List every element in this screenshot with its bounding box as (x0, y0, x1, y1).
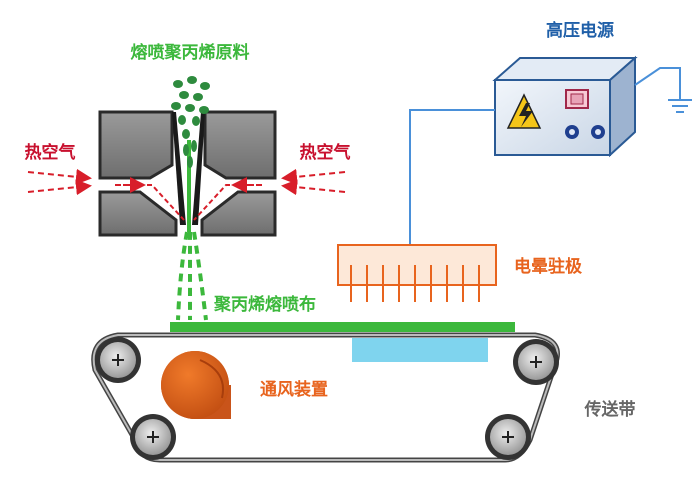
conveyor-belt (91, 332, 560, 463)
high-voltage-supply (492, 55, 638, 158)
roller-bottom-left (130, 414, 176, 460)
suction-zone (352, 338, 488, 362)
meltblown-die (98, 110, 277, 237)
polymer-pellets (171, 76, 210, 168)
hot-air-left-label: 热空气 (25, 142, 76, 163)
fan-icon (161, 351, 231, 419)
meltblown-fabric-label: 聚丙烯熔喷布 (213, 294, 316, 315)
hot-air-arrows-left (27, 168, 146, 196)
air-device-label: 通风装置 (260, 379, 328, 400)
corona-electret-label: 电晕驻极 (514, 256, 582, 277)
power-supply-label: 高压电源 (546, 20, 614, 41)
hot-air-right-label: 热空气 (300, 142, 351, 163)
belt-inner-line (92, 334, 559, 461)
meltblown-fabric-sheet (170, 322, 515, 332)
roller-bottom-right (485, 414, 531, 460)
conveyor-label: 传送带 (584, 399, 636, 420)
roller-top-left (95, 337, 141, 383)
ground-icon (634, 67, 692, 113)
corona-electret-unit (337, 244, 497, 302)
fiber-stream (176, 231, 208, 321)
hot-air-arrows-right (231, 168, 346, 196)
hv-wire (409, 109, 495, 247)
roller-top-right (513, 339, 559, 385)
raw-material-label: 熔喷聚丙烯原料 (131, 42, 250, 63)
